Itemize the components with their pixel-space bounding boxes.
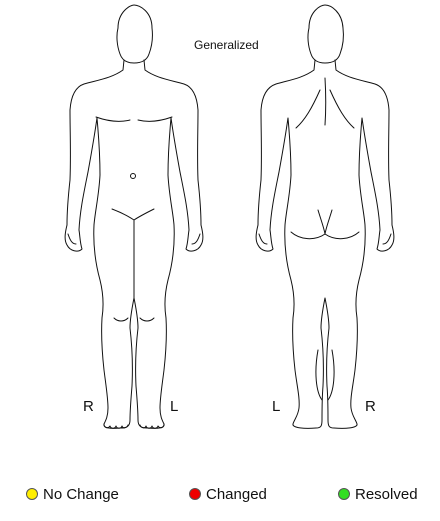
back-right-label: R (365, 398, 376, 415)
legend-changed[interactable]: Changed (189, 485, 267, 503)
front-groin-line (111, 208, 155, 299)
red-dot-icon (189, 488, 201, 500)
front-head-outline[interactable] (116, 4, 153, 64)
front-knees (113, 317, 155, 322)
front-toes (103, 423, 165, 429)
legend-no-change[interactable]: No Change (26, 485, 119, 503)
front-left-label: L (170, 398, 179, 415)
generalized-label[interactable]: Generalized (194, 38, 259, 52)
back-spine (295, 77, 355, 129)
front-chest-line (95, 116, 173, 122)
front-navel (130, 173, 136, 179)
back-head-outline[interactable] (307, 4, 344, 64)
yellow-dot-icon (26, 488, 38, 500)
green-dot-icon (338, 488, 350, 500)
front-hands (67, 233, 201, 245)
back-hands (258, 233, 392, 245)
back-left-label: L (272, 398, 281, 415)
legend-resolved[interactable]: Resolved (338, 485, 418, 503)
legend-label: No Change (43, 485, 119, 503)
back-figure[interactable] (255, 4, 395, 429)
front-right-label: R (83, 398, 94, 415)
legend-label: Changed (206, 485, 267, 503)
back-buttocks (290, 209, 360, 240)
front-figure[interactable] (64, 4, 204, 429)
back-calves (315, 349, 335, 401)
back-body-outline[interactable] (255, 59, 395, 429)
legend-label: Resolved (355, 485, 418, 503)
